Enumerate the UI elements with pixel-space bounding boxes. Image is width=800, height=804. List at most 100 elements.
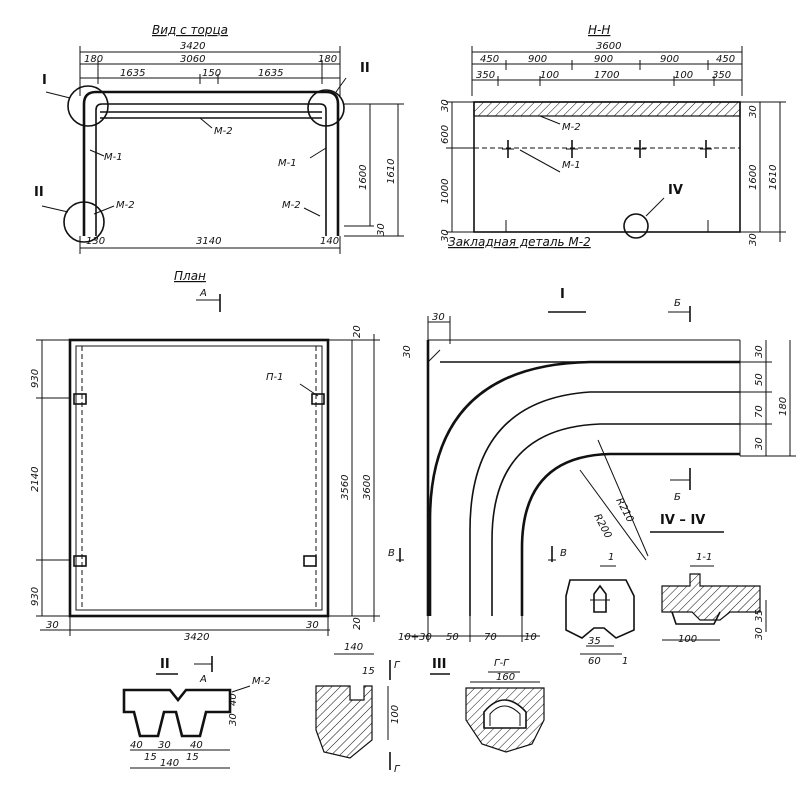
end-dim-1635-left: 1635 — [120, 68, 145, 79]
plan-dim-30-left: 30 — [46, 620, 59, 631]
end-dim-1600: 1600 — [358, 165, 369, 190]
hh-dim-left-30-top: 30 — [440, 99, 451, 112]
hh-dim-100-right: 100 — [674, 70, 693, 81]
hh-top-slab — [473, 101, 741, 117]
detail-II-dim-30b: 30 — [228, 713, 239, 726]
hh-dim-900-a: 900 — [528, 54, 547, 65]
detail-I-cut-b2: Б — [674, 492, 681, 503]
callout-II-top: II — [360, 61, 370, 76]
section-hh-title: Н-Н — [588, 23, 610, 37]
plan-dim-930-top: 930 — [30, 369, 41, 388]
gg-title: Г-Г — [494, 658, 510, 669]
section-IV: IV – IV 1-1 100 35 30 — [650, 513, 767, 645]
end-dim-1635-right: 1635 — [258, 68, 283, 79]
detail-II-cut-A: А — [199, 674, 207, 685]
end-view: Вид с торца 3420 3060 180 180 1635 150 1… — [34, 23, 404, 254]
detail-I-dim-r180: 180 — [778, 397, 789, 416]
hh-dim-450-left: 450 — [480, 54, 499, 65]
plan-outline — [68, 338, 330, 618]
detail-II-dim-15a: 15 — [144, 752, 157, 763]
detail-II: II А М-2 40 30 40 15 140 15 30 40 — [122, 656, 271, 769]
detail-I-cut-b: Б — [674, 298, 681, 309]
detail-I-dim-r70: 70 — [754, 405, 765, 418]
gg-block — [315, 685, 373, 759]
plan-cut-A: А — [199, 288, 207, 299]
detail-I-r200: R200 — [591, 512, 613, 540]
hh-callout-IV: IV — [668, 183, 683, 198]
gg-dim-160: 160 — [496, 672, 515, 683]
section-11-dim-1: 1 — [622, 656, 628, 667]
end-label-m2-bottom-left: М-2 — [116, 200, 135, 211]
plan-dim-3560: 3560 — [340, 475, 351, 500]
end-dim-180-left: 180 — [84, 54, 103, 65]
hh-dim-900-c: 900 — [660, 54, 679, 65]
hh-dim-350-right: 350 — [712, 70, 731, 81]
end-dim-3060: 3060 — [180, 54, 205, 65]
callout-II-bottom: II — [34, 185, 44, 200]
plan-view: План А П-1 930 2140 930 3560 3600 20 20 — [30, 269, 380, 643]
callout-circle-I — [67, 85, 109, 127]
callout-I: I — [42, 73, 47, 88]
hh-anchors — [502, 140, 712, 158]
hh-label-m1: М-1 — [562, 160, 581, 171]
detail-I-dim-b50: 50 — [446, 632, 459, 643]
plan-dim-20-bottom: 20 — [352, 617, 363, 630]
end-label-m1-left: М-1 — [104, 152, 123, 163]
end-dim-3140: 3140 — [196, 236, 221, 247]
end-dim-1610: 1610 — [386, 159, 397, 184]
detail-I-dim-r30: 30 — [754, 345, 765, 358]
callout-circle-II-bottom — [63, 201, 105, 243]
section-11-dim-60: 60 — [588, 656, 601, 667]
end-label-m2-bottom-right: М-2 — [282, 200, 301, 211]
end-dim-30: 30 — [376, 223, 387, 236]
plan-insert — [303, 555, 317, 567]
end-dim-3420: 3420 — [180, 41, 205, 52]
hh-dim-350-left: 350 — [476, 70, 495, 81]
plan-dim-3420: 3420 — [184, 632, 209, 643]
detail-II-dim-30a: 30 — [158, 740, 171, 751]
end-label-m1-right: М-1 — [278, 158, 297, 169]
detail-I-dim-top-30: 30 — [432, 312, 445, 323]
detail-II-title: II — [160, 657, 170, 672]
section-IV-dim-100: 100 — [678, 634, 697, 645]
gg-dim-140: 140 — [344, 642, 363, 653]
detail-I-cut-v-right: В — [560, 548, 567, 559]
end-view-title: Вид с торца — [152, 23, 228, 37]
detail-II-dim-40c: 40 — [228, 693, 239, 706]
detail-I-dim-b10-30: 10+30 — [398, 632, 432, 643]
section-IV-dim-30: 30 — [754, 627, 765, 640]
plan-dim-2140: 2140 — [30, 467, 41, 492]
section-gg-left: 140 15 100 Г Г — [315, 642, 401, 775]
plan-title: План — [174, 269, 206, 283]
end-dim-180-right: 180 — [318, 54, 337, 65]
gg-cut-top: Г — [394, 660, 401, 671]
detail-I: I Б R210 R200 Б В В 30 — [388, 287, 796, 675]
detail-I-title: I — [560, 287, 565, 302]
detail-I-dim-b70: 70 — [484, 632, 497, 643]
hh-caption: Закладная деталь М-2 — [448, 235, 591, 249]
plan-dim-3600: 3600 — [362, 475, 373, 500]
section-11-dim-35: 35 — [588, 636, 601, 647]
hh-callout-IV-circle — [623, 213, 649, 239]
section-11: 1 35 60 1 — [565, 552, 635, 667]
hh-dim-1700: 1700 — [594, 70, 619, 81]
plan-insert — [73, 393, 87, 405]
hh-dim-left-30-bottom: 30 — [440, 229, 451, 242]
hh-label-m2: М-2 — [562, 122, 581, 133]
section-IV-sub: 1-1 — [696, 552, 712, 563]
hh-dim-right-30-top: 30 — [748, 105, 759, 118]
plan-dim-20-top: 20 — [352, 325, 363, 338]
gg-dim-15: 15 — [362, 666, 375, 677]
section-gg: Г-Г 160 — [465, 658, 545, 753]
detail-I-cut-v-left: В — [388, 548, 395, 559]
section-IV-profile — [661, 573, 761, 621]
plan-label-p1: П-1 — [266, 372, 284, 383]
detail-II-dim-40b: 40 — [190, 740, 203, 751]
hh-dim-450-right: 450 — [716, 54, 735, 65]
gg-cut-bottom: Г — [394, 764, 401, 775]
end-label-m2-top: М-2 — [214, 126, 233, 137]
hh-dim-right-1600: 1600 — [748, 165, 759, 190]
detail-I-dim-left-30: 30 — [402, 345, 413, 358]
